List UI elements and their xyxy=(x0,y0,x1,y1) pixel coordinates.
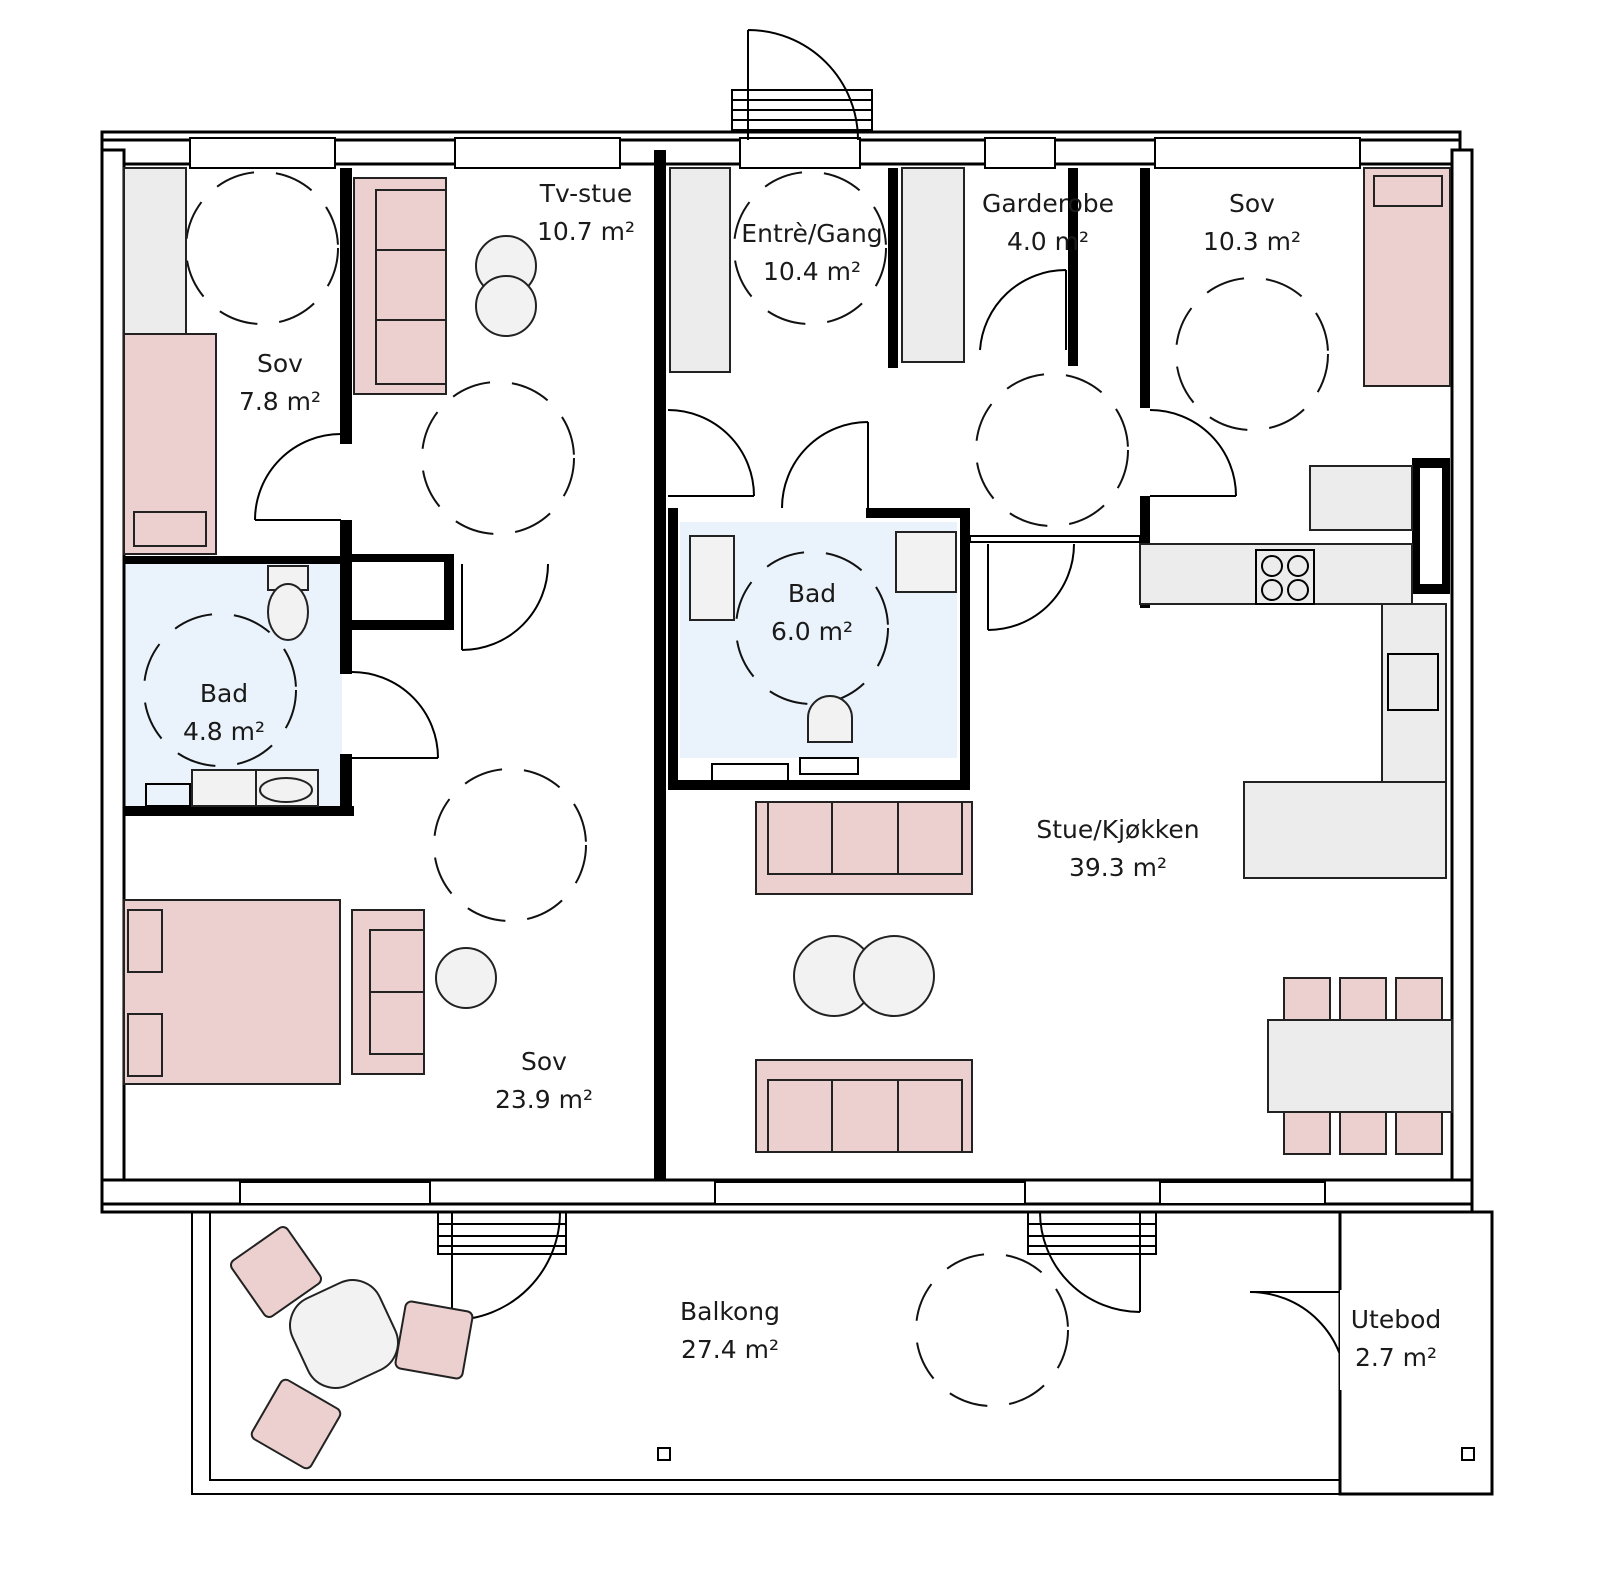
wall-left xyxy=(100,148,126,1192)
label-stue-kjokken-name: Stue/Kjøkken xyxy=(1036,815,1199,844)
chair-dining-2 xyxy=(1339,977,1387,1021)
table-sov-sw xyxy=(435,947,497,1009)
wardrobe-garderobe xyxy=(901,167,965,363)
label-sov-sw-name: Sov xyxy=(521,1047,567,1076)
wall-int-entre-garderobe xyxy=(888,168,898,368)
wall-int-bad-center-top xyxy=(866,508,970,518)
label-tv-stue-name: Tv-stue xyxy=(539,179,632,208)
label-garderobe-area: 4.0 m² xyxy=(1007,227,1089,256)
label-sov-ne-name: Sov xyxy=(1229,189,1275,218)
pillow-sov-ne xyxy=(1373,175,1443,207)
door-tv-swing xyxy=(461,563,549,651)
wall-int-garderobe-sov xyxy=(1140,168,1150,408)
label-bad-center-area: 6.0 m² xyxy=(771,617,853,646)
clearance-balkong xyxy=(915,1253,1069,1407)
chair-balkong-1 xyxy=(230,1226,322,1318)
label-entre-name: Entrè/Gang xyxy=(741,219,882,248)
wall-int-bad-center-bottom xyxy=(668,780,970,790)
label-stue-kjokken-area: 39.3 m² xyxy=(1069,853,1167,882)
wall-int-bad-west-right2 xyxy=(340,754,352,816)
chair-dining-1 xyxy=(1283,977,1331,1021)
door-entrance-swing xyxy=(747,29,859,141)
shoe-rack xyxy=(669,167,731,373)
clearance-bad-west xyxy=(143,613,297,767)
wall-right xyxy=(1450,148,1474,1192)
wardrobe-sov-nw xyxy=(123,167,187,335)
steps-balkong-w xyxy=(437,1211,567,1255)
clearance-entre xyxy=(733,171,887,325)
chair-dining-3 xyxy=(1395,977,1443,1021)
wall-int-tv-entre xyxy=(654,150,666,1180)
door-bad-west-swing xyxy=(351,671,439,759)
label-bad-west-name: Bad xyxy=(200,679,248,708)
wall-int-bad-west-top xyxy=(124,556,350,564)
door-sov-nw-swing xyxy=(254,433,342,521)
wall-bottom-outer xyxy=(100,1202,1474,1214)
table-stue-2 xyxy=(853,935,935,1017)
door-kitchen-swing xyxy=(987,543,1075,631)
wall-int-bad-west-right xyxy=(340,520,352,674)
clearance-sov-sw xyxy=(433,768,587,922)
table-tv-stue-2 xyxy=(475,275,537,337)
chair-balkong-2 xyxy=(394,1300,474,1380)
clearance-tv-stue xyxy=(421,381,575,535)
table-balkong xyxy=(289,1279,399,1389)
shower-bad-center xyxy=(895,531,957,593)
label-sov-sw-area: 23.9 m² xyxy=(495,1085,593,1114)
door-balkong-w-swing xyxy=(451,1211,561,1321)
label-garderobe-name: Garderobe xyxy=(982,189,1114,218)
clearance-sov-nw xyxy=(185,171,339,325)
wall-int-garderobe-e xyxy=(1068,168,1078,366)
wardrobe-sov-ne xyxy=(1309,465,1413,531)
door-balkong-e-swing xyxy=(1039,1211,1141,1313)
wall-int-bad-west-bottom xyxy=(124,806,354,816)
label-tv-stue-area: 10.7 m² xyxy=(537,217,635,246)
clearance-gang xyxy=(975,373,1129,527)
door-sov-ne-swing xyxy=(1149,409,1237,497)
label-utebod-name: Utebod xyxy=(1351,1305,1442,1334)
clearance-sov-ne xyxy=(1175,277,1329,431)
label-sov-nw-area: 7.8 m² xyxy=(239,387,321,416)
kitchen-counter-side xyxy=(1381,603,1447,783)
label-bad-west-area: 4.8 m² xyxy=(183,717,265,746)
wall-int-sov-tv xyxy=(340,168,352,444)
wall-int-shaft-r xyxy=(444,554,454,630)
label-balkong-name: Balkong xyxy=(680,1297,780,1326)
label-bad-center-name: Bad xyxy=(788,579,836,608)
label-utebod-area: 2.7 m² xyxy=(1355,1343,1437,1372)
wall-int-shaft xyxy=(352,554,452,562)
pillow-sov-nw xyxy=(133,511,207,547)
chair-dining-4 xyxy=(1283,1111,1331,1155)
washer-bad-west xyxy=(191,769,257,807)
wall-int-bad-center-left xyxy=(668,508,678,790)
dining-table xyxy=(1267,1019,1453,1113)
door-utebod-swing xyxy=(1249,1291,1347,1389)
door-entre-swing xyxy=(667,409,755,497)
kitchen-counter-top xyxy=(1139,543,1413,605)
label-sov-nw-name: Sov xyxy=(257,349,303,378)
kitchen-island xyxy=(1243,781,1447,879)
label-sov-ne-area: 10.3 m² xyxy=(1203,227,1301,256)
clearance-bad-center xyxy=(735,551,889,705)
chair-balkong-3 xyxy=(250,1378,342,1470)
washer-bad-center xyxy=(689,535,735,621)
toilet-bad-center xyxy=(807,695,853,743)
chair-dining-5 xyxy=(1339,1111,1387,1155)
wall-int-shaft-b xyxy=(352,620,452,630)
door-bad-center-swing xyxy=(781,421,869,509)
wall-int-bad-center-right xyxy=(960,508,970,790)
chair-dining-6 xyxy=(1395,1111,1443,1155)
door-garderobe-swing xyxy=(979,268,1067,351)
label-balkong-area: 27.4 m² xyxy=(681,1335,779,1364)
steps-entrance xyxy=(731,89,873,131)
label-entre-area: 10.4 m² xyxy=(763,257,861,286)
